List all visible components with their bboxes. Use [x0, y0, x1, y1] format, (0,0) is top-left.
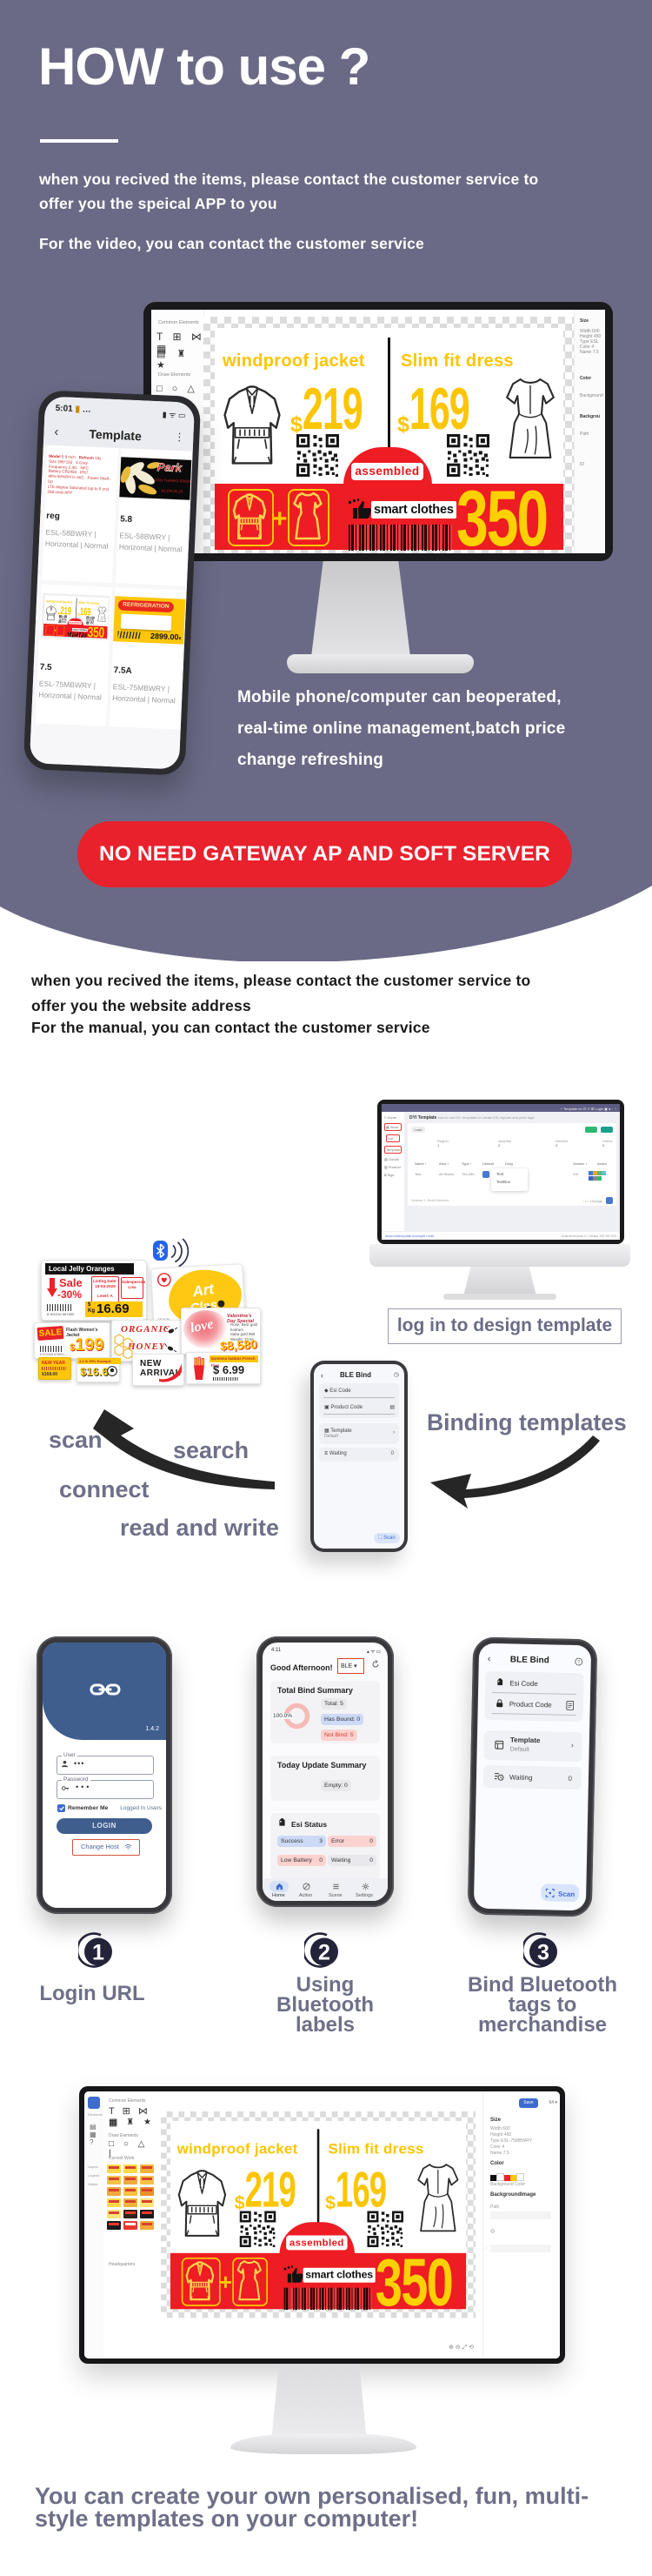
svg-text:?: ? — [577, 1660, 580, 1665]
svg-text:3: 3 — [537, 1941, 549, 1965]
svg-text:$3,975-26,23: $3,975-26,23 — [162, 488, 184, 493]
svg-text:Park: Park — [157, 460, 183, 474]
svg-text:2024 THANKS FRIEND: 2024 THANKS FRIEND — [155, 478, 191, 484]
svg-text:2: 2 — [318, 1941, 330, 1965]
svg-text:1: 1 — [92, 1941, 104, 1965]
